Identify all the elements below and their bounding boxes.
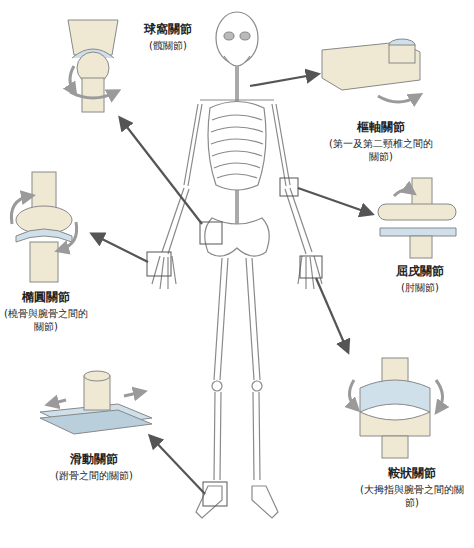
joint-location: (大拇指與腕骨之間的關節) <box>356 484 468 509</box>
drawing-part <box>316 278 348 352</box>
drawing-part <box>410 236 432 258</box>
saddle-icon <box>349 358 442 458</box>
drawing-part <box>70 92 116 98</box>
drawing-part <box>224 56 250 66</box>
drawing-part <box>84 371 110 381</box>
drawing-part <box>184 104 202 186</box>
drawing-part <box>224 32 234 40</box>
drawing-part <box>214 258 228 380</box>
drawing-part <box>152 256 176 289</box>
drawing-part <box>30 242 58 282</box>
drawing-part <box>124 392 142 396</box>
drawing-part <box>246 258 260 380</box>
joint-location: (肘關節) <box>372 282 468 295</box>
joint-location: (髖關節) <box>128 40 208 53</box>
drawing-part <box>40 410 152 434</box>
drawing-part <box>300 256 322 278</box>
drawing-part <box>285 188 312 254</box>
drawing-part <box>252 486 278 518</box>
drawing-part <box>272 104 290 186</box>
pivot-icon <box>322 39 420 102</box>
drawing-part <box>240 32 250 40</box>
joint-name: 樞軸關節 <box>326 120 436 135</box>
drawing-part <box>147 252 171 276</box>
joint-location: (跗骨之間的關節) <box>38 470 150 483</box>
drawing-part <box>250 74 318 86</box>
drawing-part <box>380 228 456 236</box>
hinge-icon <box>378 178 456 258</box>
drawing-part <box>150 436 205 494</box>
drawing-part <box>120 118 202 224</box>
drawing-part <box>60 222 77 250</box>
drawing-part <box>322 42 420 90</box>
drawing-part <box>200 222 222 244</box>
drawing-part <box>11 196 30 224</box>
drawing-part <box>203 482 227 506</box>
drawing-part <box>211 115 263 178</box>
drawing-part <box>214 392 260 480</box>
drawing-part <box>382 436 408 458</box>
joint-name: 橢圓關節 <box>4 290 88 305</box>
drawing-part <box>394 190 412 196</box>
drawing-part <box>205 218 269 256</box>
drawing-part <box>212 381 222 391</box>
drawing-part <box>162 188 189 254</box>
joint-name: 屈戌關節 <box>372 264 468 279</box>
drawing-part <box>16 229 72 242</box>
drawing-part <box>200 99 274 100</box>
drawing-part <box>196 486 222 518</box>
gliding-icon <box>40 371 152 434</box>
ball-socket-icon <box>68 20 118 112</box>
joint-name: 滑動關節 <box>38 452 150 467</box>
drawing-part <box>50 400 66 404</box>
drawing-part <box>252 381 262 391</box>
drawing-part <box>70 66 74 92</box>
drawing-part <box>82 78 104 112</box>
joint-name: 鞍狀關節 <box>356 466 468 481</box>
drawing-part <box>389 45 415 63</box>
drawing-part <box>92 234 148 262</box>
joint-location: (橈骨與腕骨之間的關節) <box>4 308 88 333</box>
drawing-part <box>378 96 418 102</box>
joint-name: 球窩關節 <box>128 22 208 37</box>
joint-location: (第一及第二頸椎之間的關節) <box>326 138 436 163</box>
drawing-part <box>349 380 356 408</box>
drawing-part <box>360 412 430 436</box>
region-boxes <box>147 178 322 506</box>
skeleton <box>152 12 322 518</box>
drawing-part <box>298 188 372 214</box>
drawing-part <box>378 204 456 220</box>
drawing-part <box>436 380 443 410</box>
drawing-part <box>208 102 266 191</box>
condyloid-icon <box>11 172 76 282</box>
drawing-part <box>360 380 430 412</box>
leader-arrows <box>92 74 372 494</box>
drawing-part <box>280 178 298 196</box>
